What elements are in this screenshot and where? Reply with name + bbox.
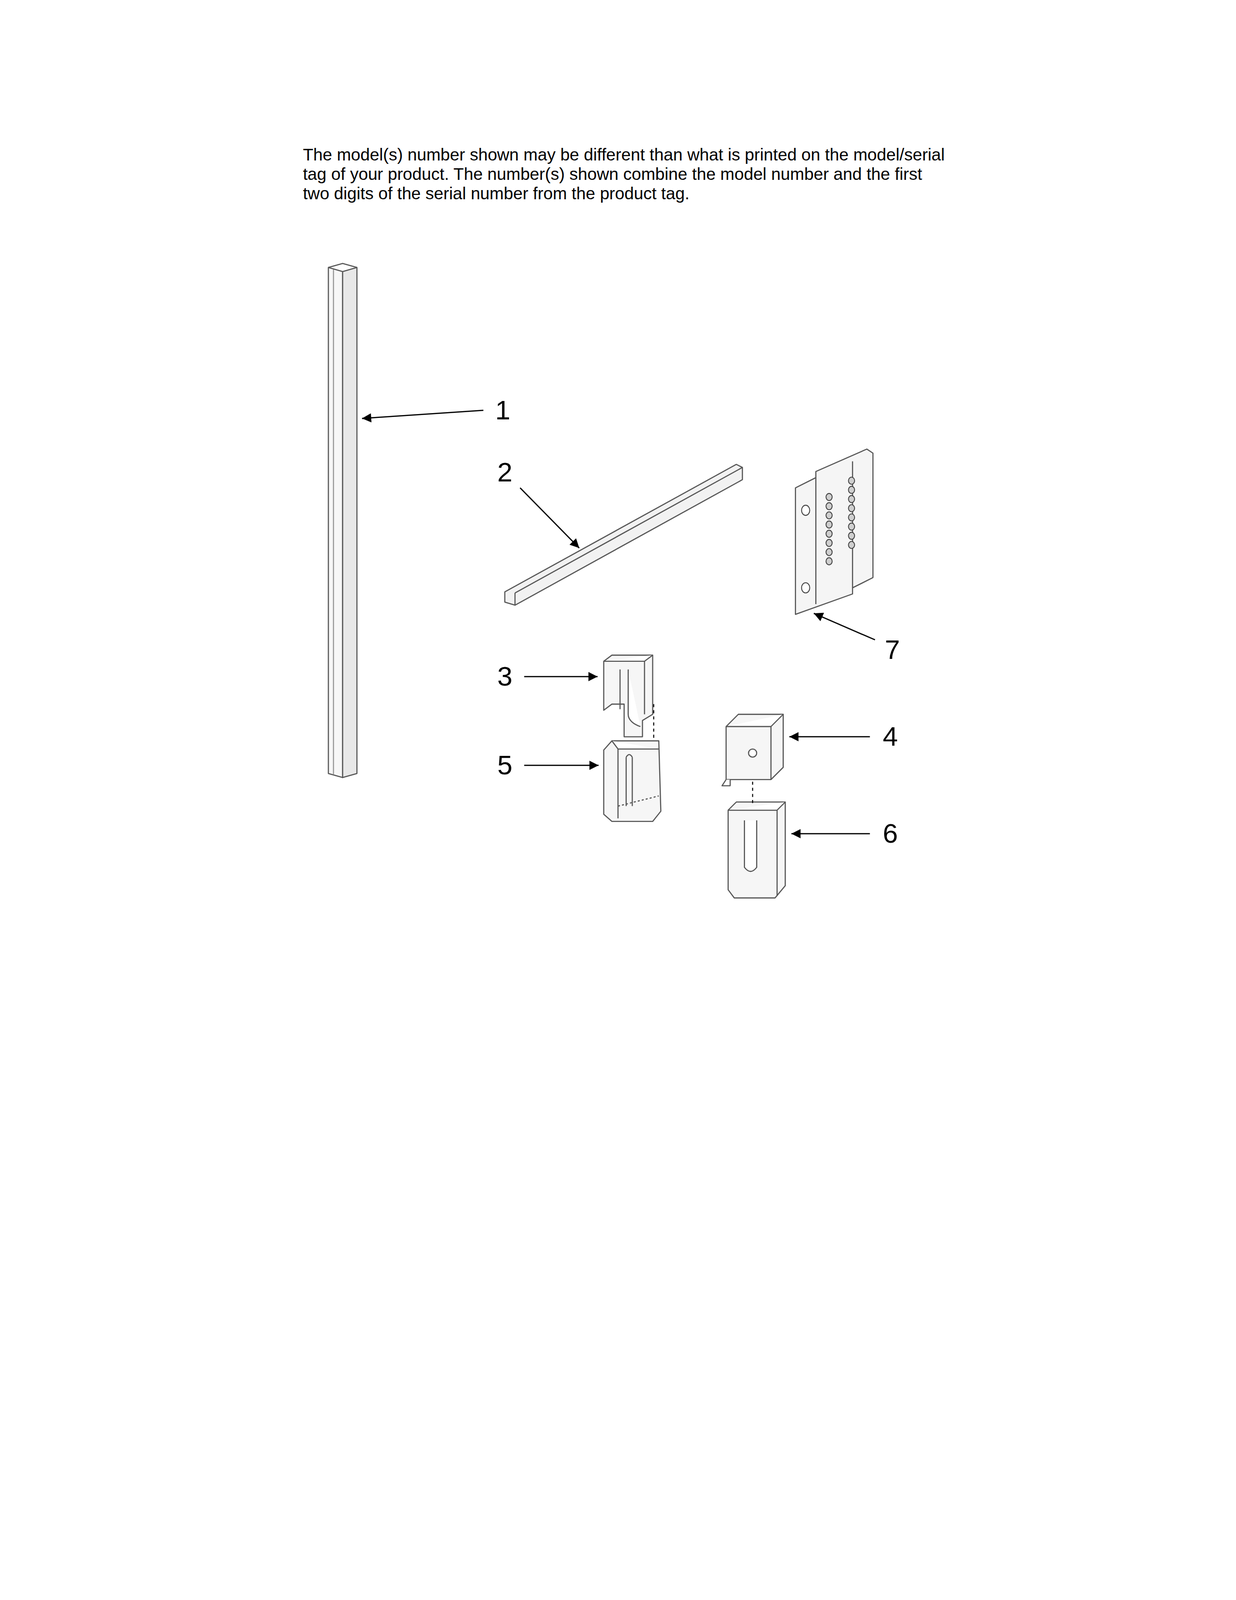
mounting-bracket <box>795 448 873 615</box>
callout-number: 7 <box>884 634 900 665</box>
callout-number: 1 <box>495 395 511 425</box>
leader-line <box>520 487 580 548</box>
callout-number: 3 <box>497 661 513 691</box>
callout-number: 6 <box>882 818 898 848</box>
callout-number: 5 <box>497 750 513 780</box>
lower-clip <box>603 740 662 822</box>
alignment-line <box>653 703 655 741</box>
end-cap <box>722 713 784 786</box>
leader-line <box>362 410 484 419</box>
leader-line <box>813 613 875 640</box>
leader-line <box>789 735 870 738</box>
leader-line <box>523 764 599 766</box>
callout-number: 4 <box>882 721 898 751</box>
callout-number: 2 <box>497 457 513 487</box>
leader-line <box>523 675 598 678</box>
alignment-line <box>752 781 754 806</box>
trim-rail <box>328 263 357 777</box>
leader-line <box>791 832 871 835</box>
angle-strip <box>504 464 743 605</box>
note-text: The model(s) number shown may be differe… <box>302 144 948 204</box>
end-cap-base <box>728 801 786 898</box>
upper-clip <box>603 654 653 737</box>
